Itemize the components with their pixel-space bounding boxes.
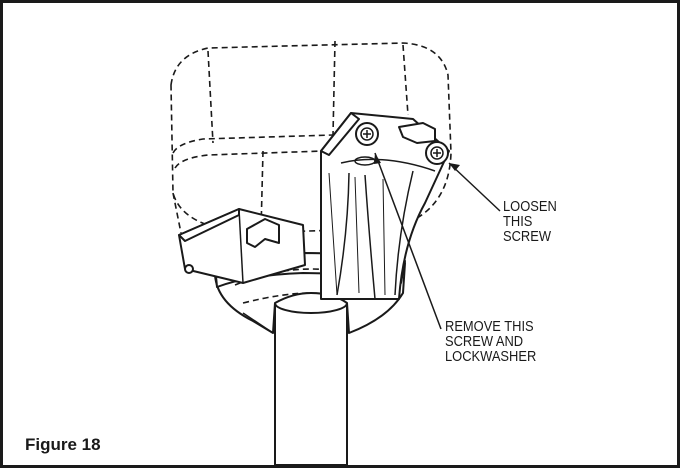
- callout-line: SCREW AND: [445, 333, 524, 350]
- motor-housing-outline: [170, 40, 452, 234]
- downrod: [274, 292, 348, 465]
- left-bracket: [178, 208, 306, 284]
- callout-line: SCREW: [503, 228, 552, 245]
- arrow-icon: [448, 162, 501, 212]
- callout-loosen-screw: LOOSEN THIS SCREW: [503, 199, 557, 244]
- center-bracket: [320, 112, 450, 300]
- callout-remove-screw: REMOVE THIS SCREW AND LOCKWASHER: [445, 319, 536, 364]
- figure-label: Figure 18: [25, 435, 101, 454]
- screw-icon: [355, 122, 379, 146]
- callout-line: LOCKWASHER: [445, 348, 537, 365]
- fan-mount-drawing: [170, 40, 501, 465]
- callout-line: LOOSEN: [503, 198, 557, 215]
- callout-line: THIS: [503, 213, 533, 230]
- screw-icon: [425, 141, 449, 165]
- arrow-icon: [374, 152, 442, 330]
- callout-line: REMOVE THIS: [445, 318, 534, 335]
